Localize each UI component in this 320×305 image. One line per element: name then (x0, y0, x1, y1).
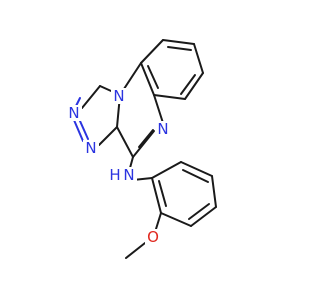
methoxyphenyl-ring (151, 161, 217, 227)
n-triazole-bridge-label: N (113, 87, 124, 105)
o-methoxy-label: O (147, 228, 159, 246)
n-quinoxaline-label: N (157, 120, 168, 138)
n-triazole-b-label: N (85, 139, 96, 157)
nh-hydrogen-label: H (109, 166, 120, 184)
n-triazole-a-label: N (68, 104, 79, 122)
atom-labels: N N N N N H O (66, 87, 171, 246)
structure-canvas: N N N N N H O (66, 39, 217, 259)
molecule-structure: N N N N N H O (66, 39, 217, 259)
benzo-ring (140, 39, 204, 100)
methoxy-group (125, 212, 162, 259)
nh-amine-label: N (123, 166, 134, 184)
pyrazine-ring (116, 62, 164, 158)
